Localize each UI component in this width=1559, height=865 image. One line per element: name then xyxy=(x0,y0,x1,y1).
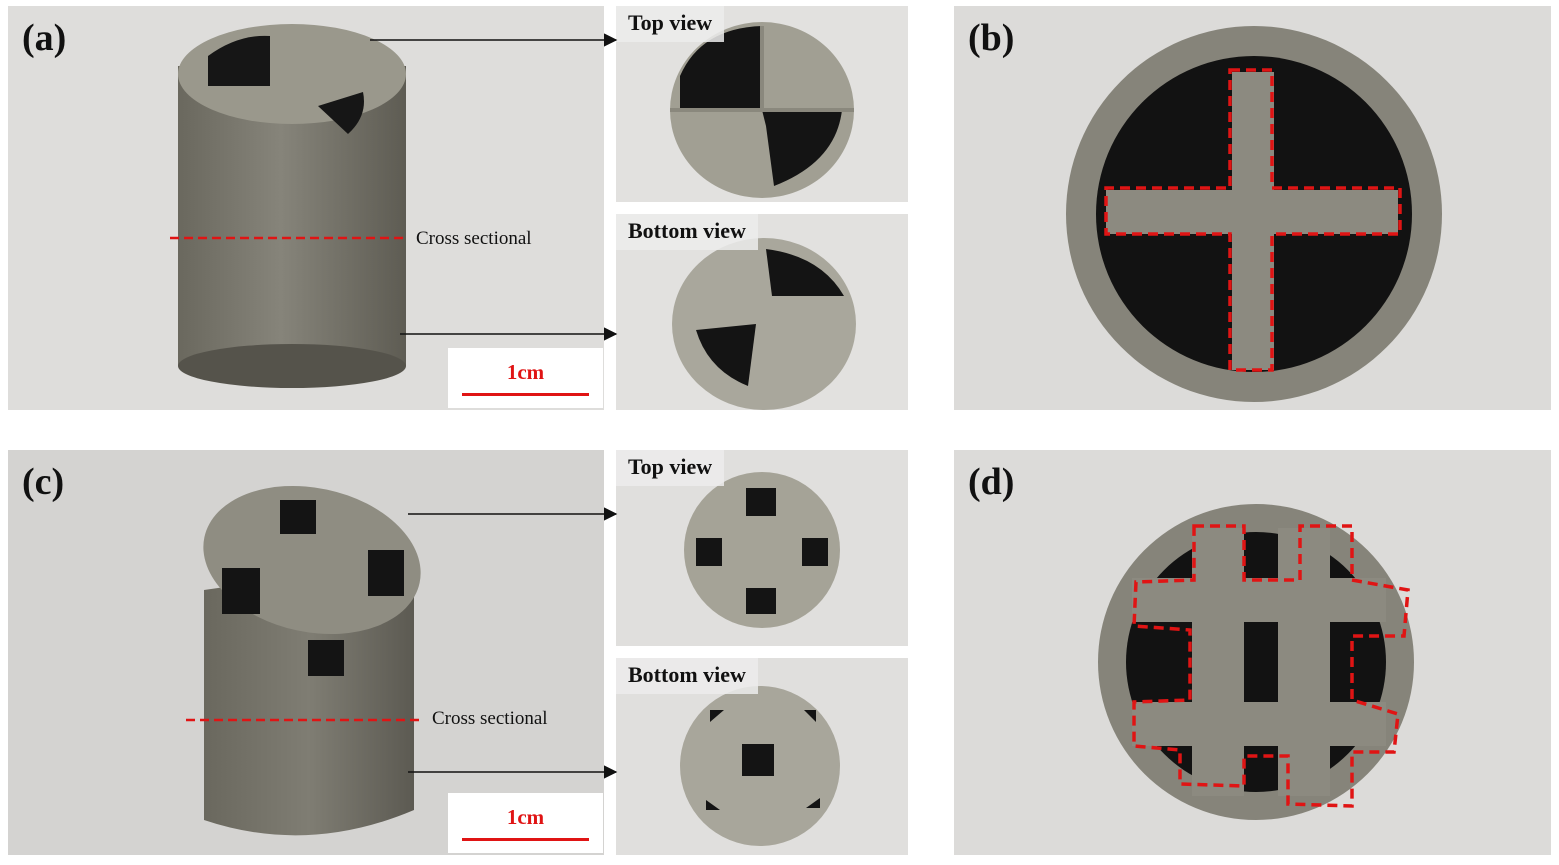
cross-section-b-photo xyxy=(954,6,1551,410)
panel-c-bottom-view: Bottom view xyxy=(616,658,908,855)
hole-a-bottom-1 xyxy=(766,249,844,296)
hole-c-top xyxy=(280,500,316,534)
bottom-view-label-a: Bottom view xyxy=(616,214,758,250)
hole-c-bottom xyxy=(308,640,344,676)
panel-b: (b) xyxy=(954,6,1551,410)
cylinder-c-photo xyxy=(8,450,604,855)
top-view-label-a: Top view xyxy=(616,6,725,42)
top-view-label-c: Top view xyxy=(616,450,725,486)
panel-label-c: (c) xyxy=(22,461,65,503)
cross-section-d-photo xyxy=(954,450,1551,855)
scale-bar-a: 1cm xyxy=(448,348,603,408)
panel-label-b: (b) xyxy=(968,17,1015,59)
scale-text-a: 1cm xyxy=(506,360,545,384)
panel-a: (a) Cross sectional 1cm xyxy=(8,6,604,410)
panel-d: (d) xyxy=(954,450,1551,855)
panel-a-bottom-view: Bottom view xyxy=(616,214,908,410)
panel-label-d: (d) xyxy=(968,461,1015,503)
hole-c-top-view-3 xyxy=(802,538,828,566)
hole-a-top-1 xyxy=(680,26,762,110)
scale-line-c xyxy=(462,838,589,841)
panel-c-top-view: Top view xyxy=(616,450,908,646)
scale-text-c: 1cm xyxy=(506,805,545,829)
scale-bar-c: 1cm xyxy=(448,793,603,853)
panel-a-top-view: Top view xyxy=(616,6,908,202)
hole-c-top-view-4 xyxy=(746,588,776,614)
cross-section-label-c: Cross sectional xyxy=(432,708,548,729)
hole-a-top-2 xyxy=(762,110,842,186)
cross-section-label-a: Cross sectional xyxy=(416,228,532,249)
panel-label-a: (a) xyxy=(22,17,67,59)
bottom-view-a-photo xyxy=(616,214,908,410)
cylinder-a-photo xyxy=(8,6,604,410)
hole-a1 xyxy=(208,35,270,86)
hole-c-left xyxy=(222,568,260,614)
scale-line-a xyxy=(462,393,589,396)
bottom-view-label-c: Bottom view xyxy=(616,658,758,694)
panel-c: (c) Cross sectional 1cm xyxy=(8,450,604,855)
hole-a2 xyxy=(318,92,364,134)
hole-c-top-view-2 xyxy=(696,538,722,566)
hole-a-bottom-2 xyxy=(696,324,756,386)
hole-c-bottom-view-center xyxy=(742,744,774,776)
hole-c-top-view-1 xyxy=(746,488,776,516)
hole-c-right xyxy=(368,550,404,596)
